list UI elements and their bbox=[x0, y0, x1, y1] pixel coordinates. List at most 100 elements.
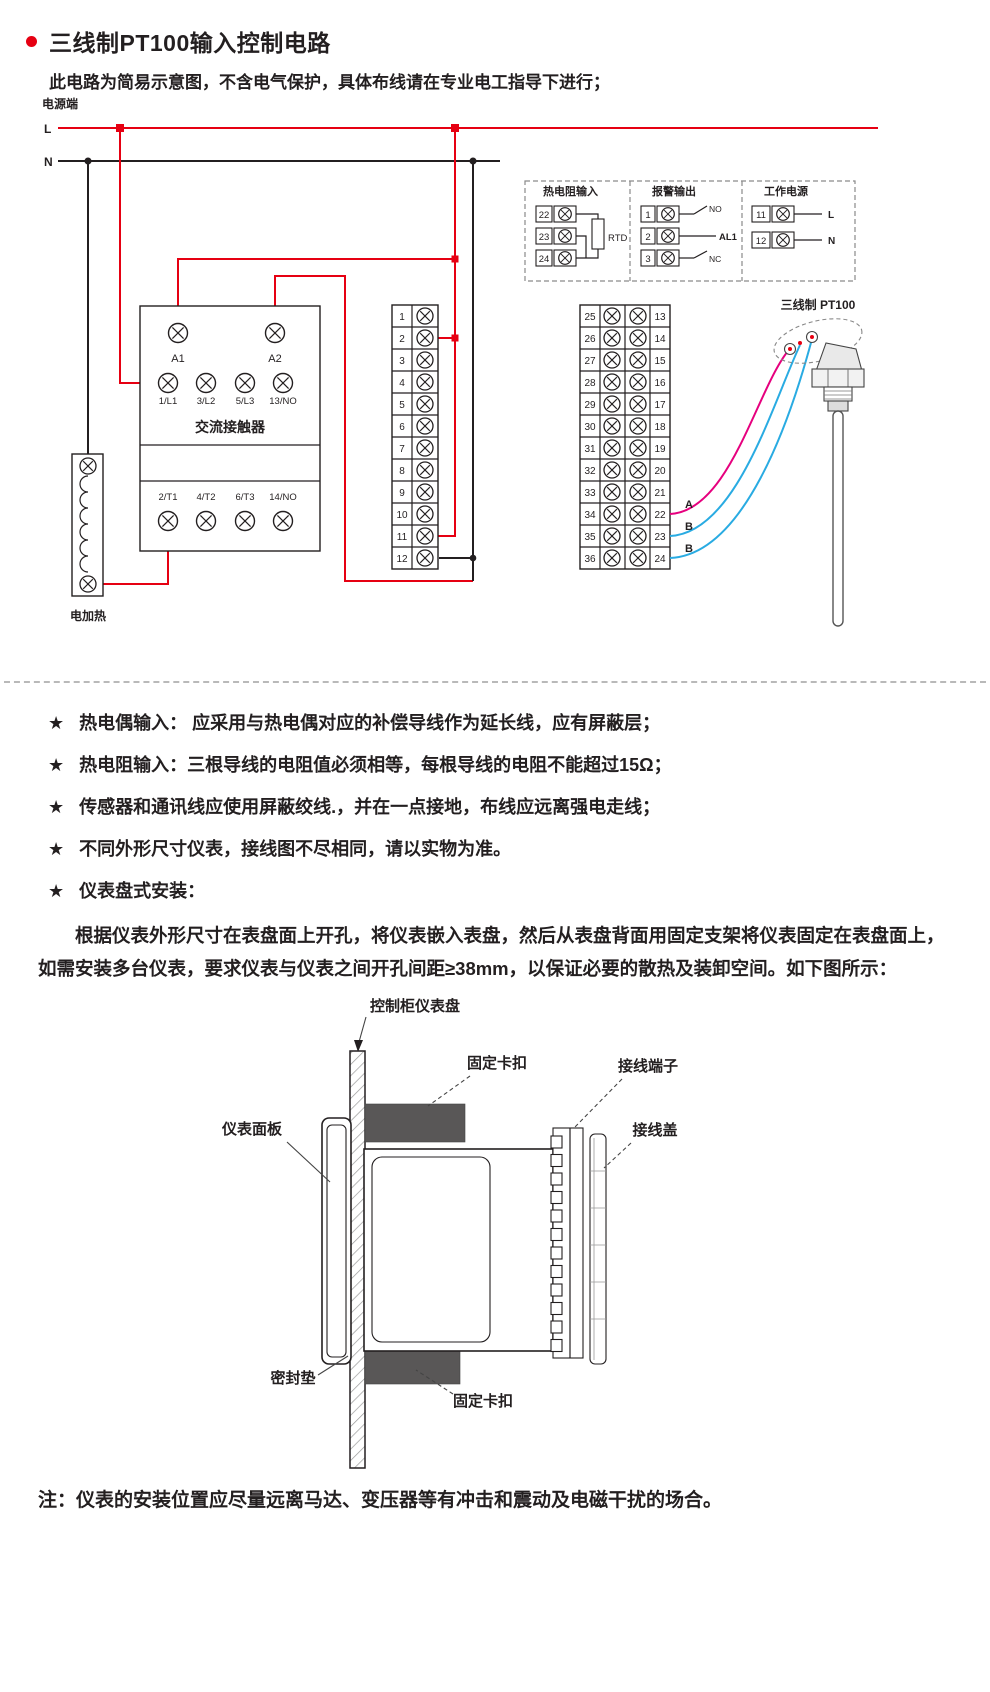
term-num: 7 bbox=[399, 444, 405, 455]
contactor-name: 交流接触器 bbox=[195, 419, 266, 435]
wiring-diagram: 电源端 L N 热电阻输入 22 23 24 bbox=[42, 96, 878, 627]
term-num: 10 bbox=[396, 510, 408, 521]
term-num: 5 bbox=[399, 400, 405, 411]
term-num: 19 bbox=[654, 444, 666, 455]
note-item: ★ 传感器和通讯线应使用屏蔽绞线.，并在一点接地，布线应远离强电走线； bbox=[48, 793, 990, 819]
contactor-term: 13/NO bbox=[269, 396, 296, 407]
note-text: 热电阻输入：三根导线的电阻值必须相等，每根导线的电阻不能超过15Ω； bbox=[79, 755, 672, 775]
note-item: ★ 不同外形尺寸仪表，接线图不尽相同，请以实物为准。 bbox=[48, 835, 990, 861]
term-num: 21 bbox=[654, 488, 666, 499]
page-header: 三线制PT100输入控制电路 此电路为简易示意图，不含电气保护，具体布线请在专业… bbox=[0, 0, 990, 92]
term-num: 16 bbox=[654, 378, 666, 389]
term-num: 31 bbox=[584, 444, 596, 455]
terminal-strip-1-12: 1 2 3 4 5 6 7 8 9 10 11 12 bbox=[391, 304, 439, 570]
ac-contactor: A1 A2 1/L1 3/L2 5/L3 13/NO 交流接触器 2/T1 4/… bbox=[139, 305, 321, 552]
term-num: 35 bbox=[584, 532, 596, 543]
note-item: ★ 热电阻输入：三根导线的电阻值必须相等，每根导线的电阻不能超过15Ω； bbox=[48, 751, 990, 777]
contactor-term: 3/L2 bbox=[197, 396, 216, 407]
fixing-clip-top bbox=[364, 1103, 466, 1142]
term-num: 27 bbox=[584, 356, 596, 367]
pwr-l-label: L bbox=[828, 210, 834, 221]
footer-note: 注：仪表的安装位置应尽量远离马达、变压器等有冲击和震动及电磁干扰的场合。 bbox=[38, 1489, 723, 1511]
star-icon: ★ bbox=[48, 713, 65, 733]
term-num: 32 bbox=[584, 466, 596, 477]
term-num: 15 bbox=[654, 356, 666, 367]
term-num: 23 bbox=[654, 532, 666, 543]
contactor-term: 6/T3 bbox=[235, 492, 254, 503]
case-window bbox=[371, 1156, 491, 1343]
rtd-term: 23 bbox=[539, 232, 550, 243]
neutral-wiring bbox=[87, 161, 477, 581]
live-wiring bbox=[96, 128, 473, 585]
term-num: 36 bbox=[584, 554, 596, 565]
rtd-label: RTD bbox=[608, 233, 627, 244]
alarm-term: 1 bbox=[645, 210, 650, 221]
note-text: 不同外形尺寸仪表，接线图不尽相同，请以实物为准。 bbox=[79, 839, 512, 859]
term-num: 14 bbox=[654, 334, 666, 345]
rtd-term: 24 bbox=[539, 254, 550, 265]
pt100-wires: A B B bbox=[669, 338, 813, 559]
heater-label: 电加热 bbox=[70, 608, 106, 623]
contactor-term: 4/T2 bbox=[196, 492, 215, 503]
term-num: 12 bbox=[396, 554, 408, 565]
coil-a2-label: A2 bbox=[268, 353, 281, 365]
note-item: ★仪表盘式安装： bbox=[48, 877, 990, 903]
terminal-legend: 热电阻输入 22 23 24 RTD 报警输出 1 2 3 NO AL1 NC … bbox=[524, 180, 856, 282]
term-num: 25 bbox=[584, 312, 596, 323]
panel-label: 控制柜仪表盘 bbox=[370, 997, 460, 1015]
contactor-term: 1/L1 bbox=[159, 396, 178, 407]
coil-a1-label: A1 bbox=[171, 353, 184, 365]
term-num: 8 bbox=[399, 466, 405, 477]
rtd-input-title: 热电阻输入 bbox=[543, 184, 598, 198]
terminal-label: 接线端子 bbox=[618, 1057, 678, 1075]
al1-label: AL1 bbox=[719, 232, 738, 243]
term-num: 34 bbox=[584, 510, 596, 521]
arrow-down-icon bbox=[354, 1039, 363, 1052]
term-num: 26 bbox=[584, 334, 596, 345]
wiring-cover bbox=[589, 1133, 607, 1365]
pt100-sensor: 三线制 PT100 bbox=[773, 297, 865, 627]
wire-b1-label: B bbox=[685, 521, 693, 533]
panel-plate bbox=[349, 1049, 366, 1469]
term-num: 3 bbox=[399, 356, 405, 367]
installation-diagram: 控制柜仪表盘 固定卡扣 接线端子 接线盖 仪表面板 密封垫 固定卡扣 bbox=[221, 997, 678, 1469]
pwr-term: 11 bbox=[756, 210, 766, 221]
line-l-label: L bbox=[44, 122, 51, 136]
term-num: 17 bbox=[654, 400, 666, 411]
term-num: 6 bbox=[399, 422, 405, 433]
nc-label: NC bbox=[709, 254, 721, 264]
install-paragraph: 根据仪表外形尺寸在表盘面上开孔，将仪表嵌入表盘，然后从表盘背面用固定支架将仪表固… bbox=[38, 925, 945, 980]
term-num: 22 bbox=[654, 510, 666, 521]
star-icon: ★ bbox=[48, 839, 65, 859]
term-num: 18 bbox=[654, 422, 666, 433]
wire-a-label: A bbox=[685, 499, 693, 511]
term-num: 13 bbox=[654, 312, 666, 323]
term-num: 9 bbox=[399, 488, 405, 499]
note-text: 传感器和通讯线应使用屏蔽绞线.，并在一点接地，布线应远离强电走线； bbox=[79, 797, 661, 817]
alarm-term: 3 bbox=[645, 254, 650, 265]
electric-heater: 电加热 bbox=[70, 453, 106, 623]
star-icon: ★ bbox=[48, 797, 65, 817]
front-bezel-label: 仪表面板 bbox=[221, 1120, 283, 1138]
wire-b2-label: B bbox=[685, 543, 693, 555]
star-icon: ★ bbox=[48, 881, 65, 901]
star-icon: ★ bbox=[48, 755, 65, 775]
term-num: 33 bbox=[584, 488, 596, 499]
power-supply-title: 工作电源 bbox=[764, 184, 808, 198]
pwr-term: 12 bbox=[756, 236, 767, 247]
rtd-term: 22 bbox=[539, 210, 550, 221]
note-text: 热电偶输入： 应采用与热电偶对应的补偿导线作为延长线，应有屏蔽层； bbox=[79, 713, 661, 733]
term-num: 24 bbox=[654, 554, 666, 565]
alarm-term: 2 bbox=[645, 232, 650, 243]
notes-list: ★ 热电偶输入： 应采用与热电偶对应的补偿导线作为延长线，应有屏蔽层； ★ 热电阻输… bbox=[48, 709, 990, 903]
line-n-label: N bbox=[44, 155, 53, 169]
contactor-term: 14/NO bbox=[269, 492, 296, 503]
mains-lines: 电源端 L N bbox=[42, 96, 878, 169]
term-num: 11 bbox=[397, 532, 408, 543]
terminal-block bbox=[550, 1127, 584, 1359]
term-num: 2 bbox=[399, 334, 405, 345]
gasket-label: 密封垫 bbox=[270, 1369, 315, 1387]
front-bezel bbox=[321, 1116, 352, 1365]
alarm-output-title: 报警输出 bbox=[652, 184, 696, 198]
section-divider bbox=[4, 681, 986, 683]
